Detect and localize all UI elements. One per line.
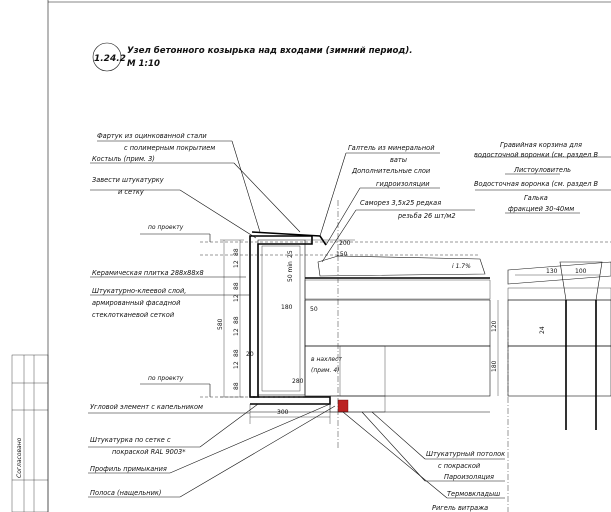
dim-88a: 88	[233, 248, 240, 256]
label-extra-layers-2: гидроизоляции	[376, 180, 430, 188]
label-pebbles-2: фракцией 30-40мм	[508, 205, 574, 213]
dim-150: 150	[336, 251, 348, 258]
slab-right	[507, 345, 611, 397]
soffit-plaster	[250, 396, 331, 405]
detail-number-circle	[92, 42, 122, 72]
label-adhesive-2: армированный фасадной	[92, 299, 181, 307]
approval-stamp: Согласовано	[11, 354, 49, 512]
masonry-wall	[339, 345, 386, 397]
approved-label: Согласовано	[16, 437, 23, 478]
label-slope: i 1.7%	[452, 263, 471, 270]
label-mesh-plaster-2: покраской RAL 9003*	[112, 448, 186, 456]
dim-200: 200	[339, 240, 351, 247]
label-gravel-basket-1: Гравийная корзина для	[500, 141, 582, 149]
thermal-insert	[337, 399, 349, 413]
label-ceramic-tile: Керамическая плитка 288х88х8	[92, 269, 204, 277]
label-overlap-1: в нахлест	[311, 356, 342, 363]
label-gravel-basket-2: водосточной воронки (см. раздел В	[474, 151, 598, 159]
dim-50: 50	[310, 306, 318, 313]
label-flashing-2: с полимерным покрытием	[124, 144, 215, 152]
label-screw-2: резьба 26 шт/м2	[397, 212, 456, 220]
edge-insulation	[261, 245, 301, 392]
dimensions: 200 150 25 50 min 180 50 20 280 300 120 …	[246, 239, 600, 424]
label-roof-drain: Водосточная воронка (см. раздел В	[474, 180, 599, 188]
label-thermal-insert: Термовкладыш	[447, 490, 500, 498]
drain-funnel-walls	[565, 300, 597, 430]
label-junction-profile: Профиль примыкания	[90, 465, 167, 473]
dim-100: 100	[575, 268, 587, 275]
label-plaster-ceiling-1: Штукатурный потолок	[426, 450, 505, 458]
dim-88d: 88	[233, 349, 240, 357]
dim-12b: 12	[233, 294, 240, 302]
dim-88c: 88	[233, 316, 240, 324]
label-fillet-2: ваты	[390, 156, 407, 164]
label-transom: Ригель витража	[432, 504, 488, 512]
title-line-2: М 1:10	[127, 59, 160, 69]
label-vapor-barrier: Пароизоляция	[444, 473, 494, 481]
dim-88b: 88	[233, 282, 240, 290]
label-corner-drip: Угловой элемент с капельником	[90, 403, 203, 411]
label-flashing-1: Фартук из оцинкованной стали	[97, 132, 207, 140]
dim-120: 120	[491, 320, 498, 332]
label-plaster-ceiling-2: с покраской	[438, 462, 481, 470]
gravel-right	[507, 261, 611, 285]
dim-25: 25	[287, 250, 294, 258]
label-cover-strip: Полоса (нащельник)	[90, 489, 161, 497]
gravel-basket	[559, 261, 603, 301]
dim-20: 20	[246, 351, 254, 358]
title-line-1: Узел бетонного козырька над входами (зим…	[127, 45, 413, 56]
detail-title: 1.24.2 Узел бетонного козырька над входа…	[92, 42, 413, 72]
dim-50-min: 50 min	[287, 261, 294, 282]
dim-180b: 180	[491, 360, 498, 372]
leader-lines	[88, 140, 611, 499]
canopy-edge-concrete	[257, 239, 306, 396]
dim-580: 580	[217, 318, 224, 330]
dim-180a: 180	[281, 304, 293, 311]
dim-12c: 12	[233, 328, 240, 336]
dim-24: 24	[539, 326, 546, 334]
label-pebbles-1: Галька	[524, 194, 548, 202]
cladding-edge	[249, 235, 313, 398]
label-wrap-plaster-1: Завести штукатурку	[92, 176, 164, 184]
dim-12a: 12	[233, 260, 240, 268]
label-mesh-plaster-1: Штукатурка по сетке с	[90, 436, 171, 444]
screed-layer	[304, 279, 491, 300]
label-by-project-bottom: по проекту	[148, 375, 184, 382]
dim-300: 300	[277, 409, 289, 416]
label-extra-layers-1: Дополнительные слои	[351, 167, 431, 175]
metal-flashing	[251, 231, 327, 246]
label-by-project-top: по проекту	[148, 224, 184, 231]
label-fillet-1: Галтель из минеральной	[348, 144, 435, 152]
label-adhesive-1: Штукатурно-клеевой слой,	[92, 287, 186, 295]
dim-130: 130	[546, 268, 558, 275]
detail-number: 1.24.2	[94, 54, 126, 64]
label-wrap-plaster-2: и сетку	[118, 188, 144, 196]
label-screw-1: Саморез 3,5х25 редкая	[360, 199, 441, 207]
dim-88e: 88	[233, 382, 240, 390]
label-leaf-catcher: Листоуловитель	[513, 166, 571, 174]
label-bracket: Костыль (прим. 3)	[92, 155, 155, 163]
label-adhesive-3: стеклотканевой сеткой	[92, 311, 175, 319]
dim-280: 280	[292, 378, 304, 385]
gravel-layer	[317, 255, 486, 277]
screed-right	[507, 287, 611, 301]
insulation-layer	[304, 299, 491, 347]
label-overlap-2: (прим. 4)	[311, 367, 339, 374]
dim-12d: 12	[233, 361, 240, 369]
vertical-dimension-chain: 580 88 12 88 12 88 12 88 12 88	[217, 239, 244, 398]
